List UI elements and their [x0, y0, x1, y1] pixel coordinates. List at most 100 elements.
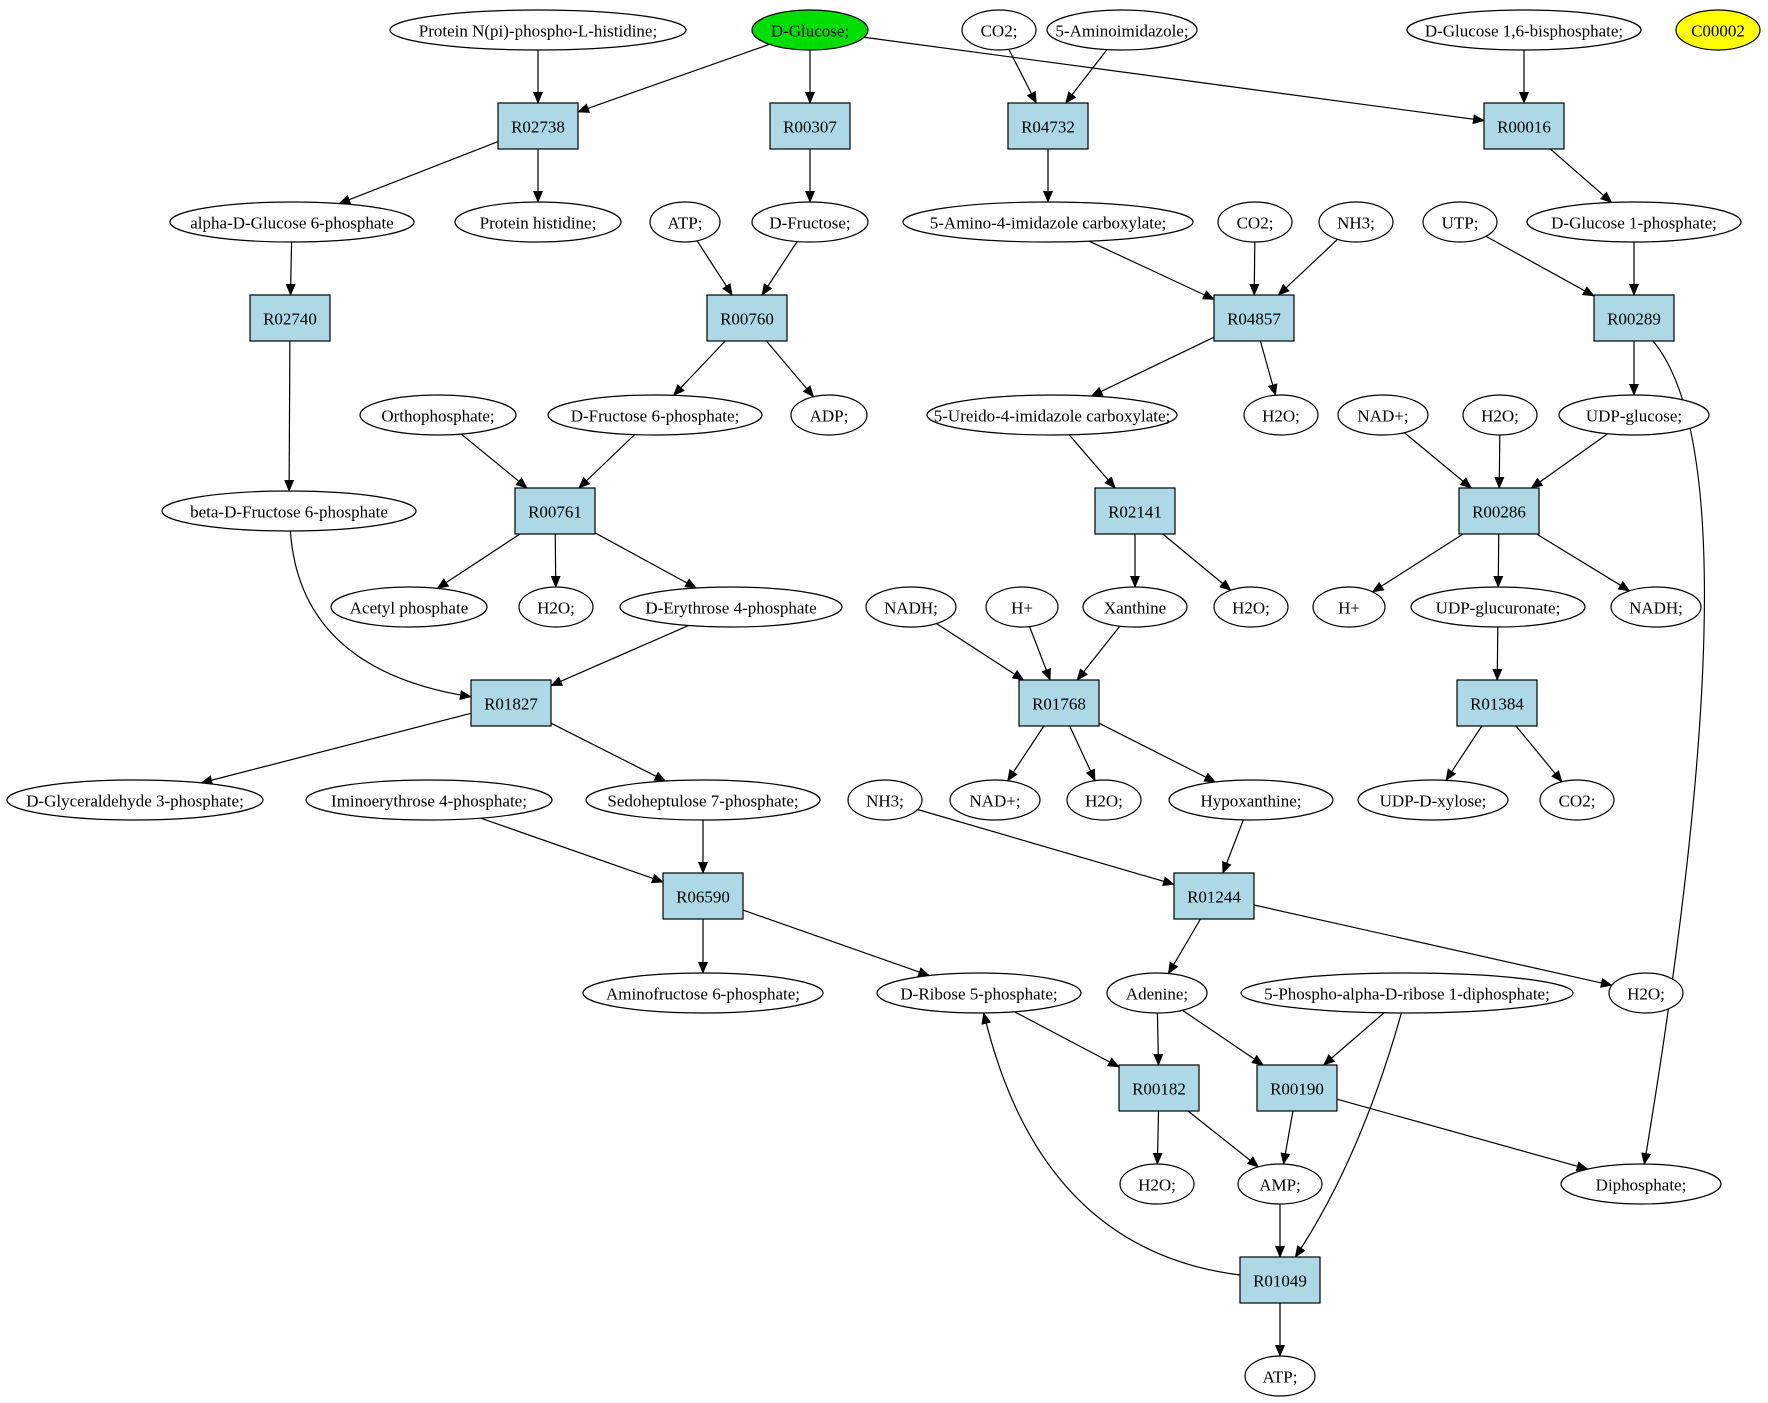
- reaction-node-R01768[interactable]: R01768: [1018, 679, 1100, 727]
- reaction-box: [497, 102, 579, 150]
- reaction-node-R01384[interactable]: R01384: [1456, 679, 1538, 727]
- compound-node-h2o_a[interactable]: H2O;: [1243, 394, 1319, 436]
- edge-c_nadh_a-to-r_R01768: [936, 622, 1025, 681]
- reaction-node-R00190[interactable]: R00190: [1256, 1064, 1338, 1112]
- compound-node-atp_a[interactable]: ATP;: [649, 201, 721, 243]
- reaction-node-R00289[interactable]: R00289: [1593, 294, 1675, 342]
- compound-label: NAD+;: [1357, 407, 1408, 426]
- compound-node-nadp_b[interactable]: NAD+;: [949, 779, 1041, 821]
- edge-r_R00016-to-c_dg1p: [1549, 148, 1613, 204]
- compound-node-dglc16bp[interactable]: D-Glucose 1,6-bisphosphate;: [1406, 9, 1642, 51]
- edge-r_R00286-to-c_hplus_b: [1371, 533, 1464, 593]
- reaction-node-R00182[interactable]: R00182: [1118, 1064, 1200, 1112]
- reaction-label: R02738: [511, 118, 565, 137]
- compound-node-5aminoimid[interactable]: 5-Aminoimidazole;: [1046, 9, 1198, 51]
- compound-node-dfructose[interactable]: D-Fructose;: [751, 201, 869, 243]
- reaction-box: [514, 487, 596, 535]
- reaction-node-R00761[interactable]: R00761: [514, 487, 596, 535]
- compound-ellipse: [1046, 9, 1198, 51]
- compound-node-co2_c[interactable]: CO2;: [1539, 779, 1615, 821]
- compound-node-adenine[interactable]: Adenine;: [1106, 972, 1208, 1014]
- compound-ellipse: [926, 394, 1178, 436]
- compound-node-bdf6p[interactable]: beta-D-Fructose 6-phosphate: [161, 490, 417, 532]
- compound-node-5a4ic[interactable]: 5-Amino-4-imidazole carboxylate;: [902, 201, 1194, 243]
- compound-node-h2o_c[interactable]: H2O;: [518, 586, 594, 628]
- compound-node-amp[interactable]: AMP;: [1237, 1163, 1323, 1205]
- reaction-node-R00016[interactable]: R00016: [1483, 102, 1565, 150]
- compound-node-udpglc[interactable]: UDP-glucose;: [1558, 394, 1710, 436]
- reaction-node-R00760[interactable]: R00760: [706, 294, 788, 342]
- reaction-node-R02141[interactable]: R02141: [1094, 487, 1176, 535]
- compound-node-h2o_f[interactable]: H2O;: [1608, 972, 1684, 1014]
- compound-node-h2o_g[interactable]: H2O;: [1119, 1163, 1195, 1205]
- compound-node-utp[interactable]: UTP;: [1422, 201, 1498, 243]
- edge-r_R04857-to-c_5u4ic: [1090, 336, 1215, 397]
- compound-node-dg1p[interactable]: D-Glucose 1-phosphate;: [1526, 201, 1742, 243]
- compound-node-dr5p[interactable]: D-Ribose 5-phosphate;: [876, 972, 1082, 1014]
- compound-node-hplus_a[interactable]: H+: [985, 586, 1059, 628]
- reaction-box: [1458, 487, 1540, 535]
- edge-r_R01244-to-c_h2o_f: [1253, 904, 1613, 988]
- compound-node-nh3_a[interactable]: NH3;: [1318, 201, 1394, 243]
- compound-node-prot_phos_his[interactable]: Protein N(pi)-phospho-L-histidine;: [389, 9, 687, 51]
- reaction-node-R04857[interactable]: R04857: [1213, 294, 1295, 342]
- compound-label: AMP;: [1259, 1176, 1301, 1195]
- compound-label: Xanthine: [1104, 599, 1166, 618]
- compound-node-c00002[interactable]: C00002: [1675, 9, 1761, 51]
- compound-node-dga3p[interactable]: D-Glyceraldehyde 3-phosphate;: [6, 779, 264, 821]
- reaction-node-R00286[interactable]: R00286: [1458, 487, 1540, 535]
- compound-ellipse: [330, 586, 488, 628]
- edge-layer: [200, 36, 1705, 1357]
- compound-node-prot_his[interactable]: Protein histidine;: [454, 201, 622, 243]
- reaction-node-R01827[interactable]: R01827: [470, 679, 552, 727]
- reaction-node-R02740[interactable]: R02740: [249, 294, 331, 342]
- edge-r_R00761-to-c_acetylp: [436, 533, 521, 589]
- compound-node-nadh_b[interactable]: NADH;: [1610, 586, 1702, 628]
- compound-node-df6p[interactable]: D-Fructose 6-phosphate;: [547, 394, 763, 436]
- compound-node-xanthine[interactable]: Xanthine: [1082, 586, 1188, 628]
- reaction-node-R01049[interactable]: R01049: [1239, 1256, 1321, 1304]
- compound-ellipse: [751, 9, 869, 51]
- reaction-node-R01244[interactable]: R01244: [1173, 872, 1255, 920]
- compound-ellipse: [1237, 1163, 1323, 1205]
- compound-node-nadh_a[interactable]: NADH;: [865, 586, 957, 628]
- compound-node-5u4ic[interactable]: 5-Ureido-4-imidazole carboxylate;: [926, 394, 1178, 436]
- compound-label: UDP-D-xylose;: [1380, 792, 1487, 811]
- compound-node-orthophos[interactable]: Orthophosphate;: [359, 394, 517, 436]
- compound-label: D-Fructose;: [769, 214, 850, 233]
- compound-node-nadp_a[interactable]: NAD+;: [1337, 394, 1429, 436]
- compound-node-s7p[interactable]: Sedoheptulose 7-phosphate;: [585, 779, 821, 821]
- reaction-node-R02738[interactable]: R02738: [497, 102, 579, 150]
- compound-node-adp[interactable]: ADP;: [790, 394, 868, 436]
- compound-node-udpxyl[interactable]: UDP-D-xylose;: [1357, 779, 1509, 821]
- compound-ellipse: [582, 972, 824, 1014]
- edge-r_R00760-to-c_adp: [765, 340, 815, 398]
- compound-node-adg6p[interactable]: alpha-D-Glucose 6-phosphate: [169, 201, 415, 243]
- compound-node-diphos[interactable]: Diphosphate;: [1560, 1163, 1722, 1205]
- edge-r_R01384-to-c_co2_c: [1515, 725, 1563, 783]
- compound-node-h2o_d[interactable]: H2O;: [1213, 586, 1289, 628]
- compound-node-hypox[interactable]: Hypoxanthine;: [1168, 779, 1334, 821]
- compound-node-iminoe4p[interactable]: Iminoerythrose 4-phosphate;: [305, 779, 553, 821]
- compound-node-acetylp[interactable]: Acetyl phosphate: [330, 586, 488, 628]
- compound-node-prpp[interactable]: 5-Phospho-alpha-D-ribose 1-diphosphate;: [1240, 972, 1574, 1014]
- reaction-node-R06590[interactable]: R06590: [662, 872, 744, 920]
- edge-c_hypox-to-r_R01244: [1222, 819, 1244, 874]
- compound-node-hplus_b[interactable]: H+: [1312, 586, 1386, 628]
- compound-node-co2_b[interactable]: CO2;: [1217, 201, 1293, 243]
- reaction-node-R00307[interactable]: R00307: [769, 102, 851, 150]
- edge-c_atp_a-to-r_R00760: [696, 240, 733, 296]
- compound-node-de4p[interactable]: D-Erythrose 4-phosphate: [619, 586, 843, 628]
- compound-node-h2o_e[interactable]: H2O;: [1066, 779, 1142, 821]
- compound-node-udpglcur[interactable]: UDP-glucuronate;: [1410, 586, 1586, 628]
- reaction-node-R04732[interactable]: R04732: [1007, 102, 1089, 150]
- edge-c_co2_a-to-r_R04732: [1008, 49, 1037, 104]
- edge-r_R00761-to-c_h2o_c: [550, 533, 561, 588]
- compound-node-co2_a[interactable]: CO2;: [961, 9, 1037, 51]
- compound-node-dglucose[interactable]: D-Glucose;: [751, 9, 869, 51]
- reaction-label: R01768: [1032, 695, 1086, 714]
- compound-node-aminof6p[interactable]: Aminofructose 6-phosphate;: [582, 972, 824, 1014]
- compound-node-h2o_b[interactable]: H2O;: [1462, 394, 1538, 436]
- compound-node-nh3_b[interactable]: NH3;: [847, 779, 923, 821]
- compound-node-atp_b[interactable]: ATP;: [1244, 1355, 1316, 1397]
